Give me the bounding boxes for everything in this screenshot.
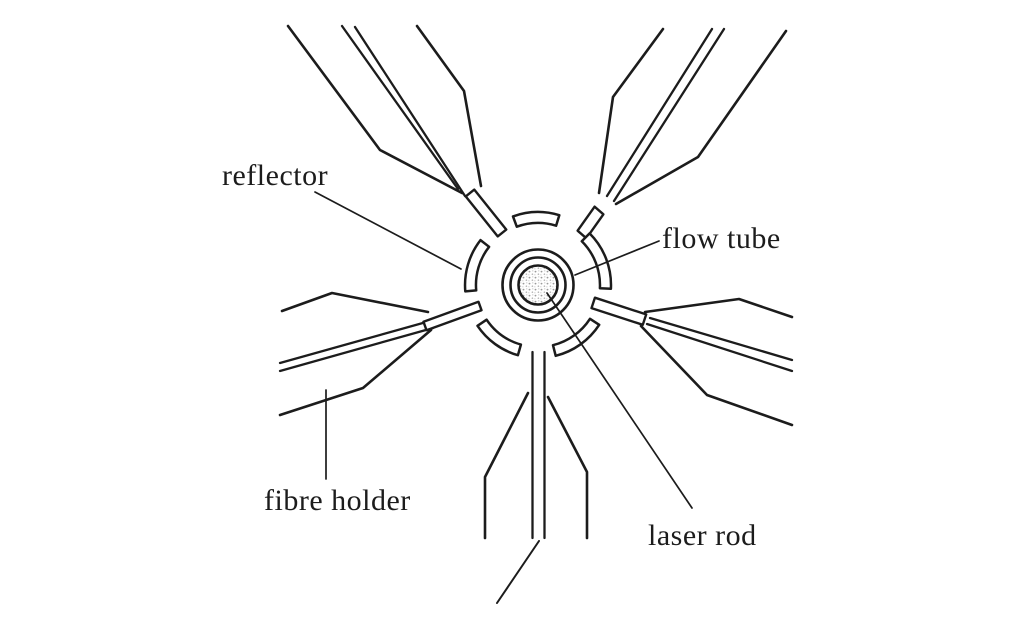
holder-cone-edge — [639, 324, 794, 427]
holder-cone-edge — [286, 24, 464, 195]
reflector-label: reflector — [222, 159, 328, 192]
holder-cone-edge — [614, 29, 788, 206]
fibre-holder-bottom — [483, 350, 589, 604]
reflector-arc-lower-left — [476, 318, 523, 357]
holder-cone-edge — [597, 27, 665, 195]
laser-rod-label: laser rod — [648, 519, 757, 552]
flow-tube-label: flow tube — [662, 222, 781, 255]
reflector-arc-upper-left — [463, 238, 491, 293]
fibre-line — [278, 319, 432, 365]
reflector-leader-line — [314, 191, 462, 270]
holder-neck — [422, 300, 483, 332]
fibre-holder-right — [590, 296, 794, 427]
fibre-holder-label: fibre holder — [264, 484, 411, 517]
holder-cone-edge — [278, 328, 433, 417]
leader-lines — [314, 191, 693, 509]
laser-rod-leader-line — [546, 292, 693, 509]
fibre-line — [278, 326, 435, 373]
holder-neck — [590, 296, 648, 326]
fibre-line — [605, 27, 714, 198]
holder-cone-edge — [280, 291, 430, 314]
reflector-arc-top — [511, 210, 561, 228]
flow-tube-assembly — [501, 248, 575, 322]
flow-tube-leader-line — [574, 240, 660, 276]
fibre-line — [645, 322, 794, 373]
labels-group: reflector flow tube laser rod fibre hold… — [222, 159, 781, 552]
reflector-ring — [463, 210, 613, 358]
reflector-arc-upper-right — [580, 232, 613, 291]
fibre-holder-upper-left — [286, 24, 508, 238]
fibre-tail-line — [496, 540, 540, 604]
drawing-ink-group — [278, 24, 794, 604]
fibre-holder-left — [278, 291, 483, 417]
holder-cone-edge — [546, 395, 589, 540]
holder-neck — [576, 205, 605, 240]
fibre-line — [353, 25, 467, 198]
fibre-line — [612, 27, 726, 203]
holder-neck — [464, 188, 508, 238]
holder-cone-edge — [483, 391, 530, 540]
fibre-line — [648, 316, 794, 362]
fibre-line — [340, 24, 460, 191]
holder-cone-edge — [643, 297, 794, 319]
holder-cone-edge — [415, 24, 483, 188]
fibre-holder-upper-right — [576, 27, 788, 240]
